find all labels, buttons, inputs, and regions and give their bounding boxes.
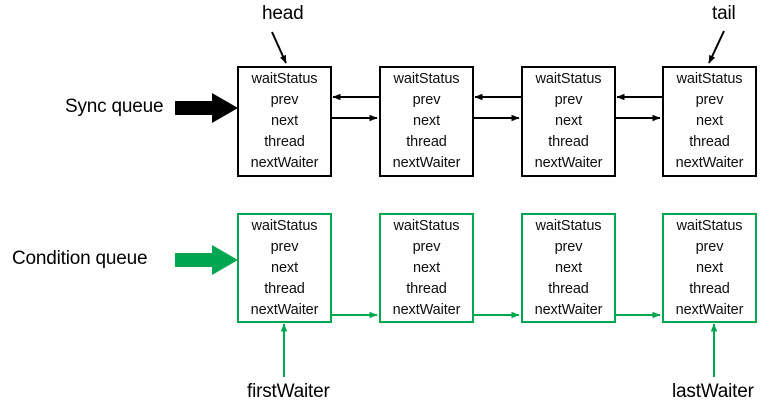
node-field-nextwaiter: nextWaiter <box>250 155 319 171</box>
node-field-prev: prev <box>554 92 583 108</box>
node-field-nextwaiter: nextWaiter <box>534 302 603 318</box>
condition-node-2: waitStatus prev next thread nextWaiter <box>379 213 474 323</box>
node-field-waitstatus: waitStatus <box>393 71 460 87</box>
node-field-thread: thread <box>406 281 447 297</box>
node-field-next: next <box>695 260 723 276</box>
sync-node-1: waitStatus prev next thread nextWaiter <box>237 66 332 177</box>
node-field-next: next <box>554 113 582 129</box>
condition-node-3: waitStatus prev next thread nextWaiter <box>521 213 616 323</box>
head-pointer-label: head <box>262 3 304 24</box>
node-field-nextwaiter: nextWaiter <box>675 302 744 318</box>
node-field-next: next <box>412 260 440 276</box>
node-field-waitstatus: waitStatus <box>251 218 318 234</box>
condition-queue-block-arrow-icon <box>175 245 238 275</box>
node-field-prev: prev <box>270 92 299 108</box>
node-field-prev: prev <box>695 92 724 108</box>
node-field-waitstatus: waitStatus <box>393 218 460 234</box>
node-field-prev: prev <box>412 92 441 108</box>
node-field-thread: thread <box>264 134 305 150</box>
node-field-next: next <box>554 260 582 276</box>
node-field-waitstatus: waitStatus <box>676 218 743 234</box>
sync-node-4: waitStatus prev next thread nextWaiter <box>662 66 757 177</box>
sync-link-1-2 <box>331 93 379 122</box>
node-field-thread: thread <box>689 281 730 297</box>
node-field-next: next <box>270 260 298 276</box>
node-field-prev: prev <box>270 239 299 255</box>
tail-pointer-label: tail <box>712 3 736 24</box>
node-field-nextwaiter: nextWaiter <box>250 302 319 318</box>
sync-node-3: waitStatus prev next thread nextWaiter <box>521 66 616 177</box>
node-field-prev: prev <box>695 239 724 255</box>
node-field-thread: thread <box>548 281 589 297</box>
node-field-next: next <box>695 113 723 129</box>
sync-link-2-3 <box>473 93 521 122</box>
node-field-waitstatus: waitStatus <box>535 71 602 87</box>
head-pointer-leader <box>271 31 287 64</box>
node-field-thread: thread <box>689 134 730 150</box>
node-field-waitstatus: waitStatus <box>676 71 743 87</box>
node-field-thread: thread <box>406 134 447 150</box>
node-field-thread: thread <box>264 281 305 297</box>
node-field-nextwaiter: nextWaiter <box>392 155 461 171</box>
node-field-waitstatus: waitStatus <box>535 218 602 234</box>
sync-link-3-4 <box>615 93 662 122</box>
condition-node-1: waitStatus prev next thread nextWaiter <box>237 213 332 323</box>
tail-pointer-leader <box>708 30 725 64</box>
condition-queue-label: Condition queue <box>12 248 148 269</box>
node-field-prev: prev <box>554 239 583 255</box>
condition-node-4: waitStatus prev next thread nextWaiter <box>662 213 757 323</box>
node-field-nextwaiter: nextWaiter <box>392 302 461 318</box>
sync-node-2: waitStatus prev next thread nextWaiter <box>379 66 474 177</box>
first-waiter-pointer-label: firstWaiter <box>247 381 330 402</box>
node-field-nextwaiter: nextWaiter <box>534 155 603 171</box>
node-field-prev: prev <box>412 239 441 255</box>
last-waiter-pointer-label: lastWaiter <box>672 381 754 402</box>
node-field-next: next <box>270 113 298 129</box>
sync-queue-block-arrow-icon <box>175 93 238 123</box>
node-field-next: next <box>412 113 440 129</box>
node-field-nextwaiter: nextWaiter <box>675 155 744 171</box>
node-field-waitstatus: waitStatus <box>251 71 318 87</box>
sync-queue-label: Sync queue <box>65 96 164 117</box>
node-field-thread: thread <box>548 134 589 150</box>
